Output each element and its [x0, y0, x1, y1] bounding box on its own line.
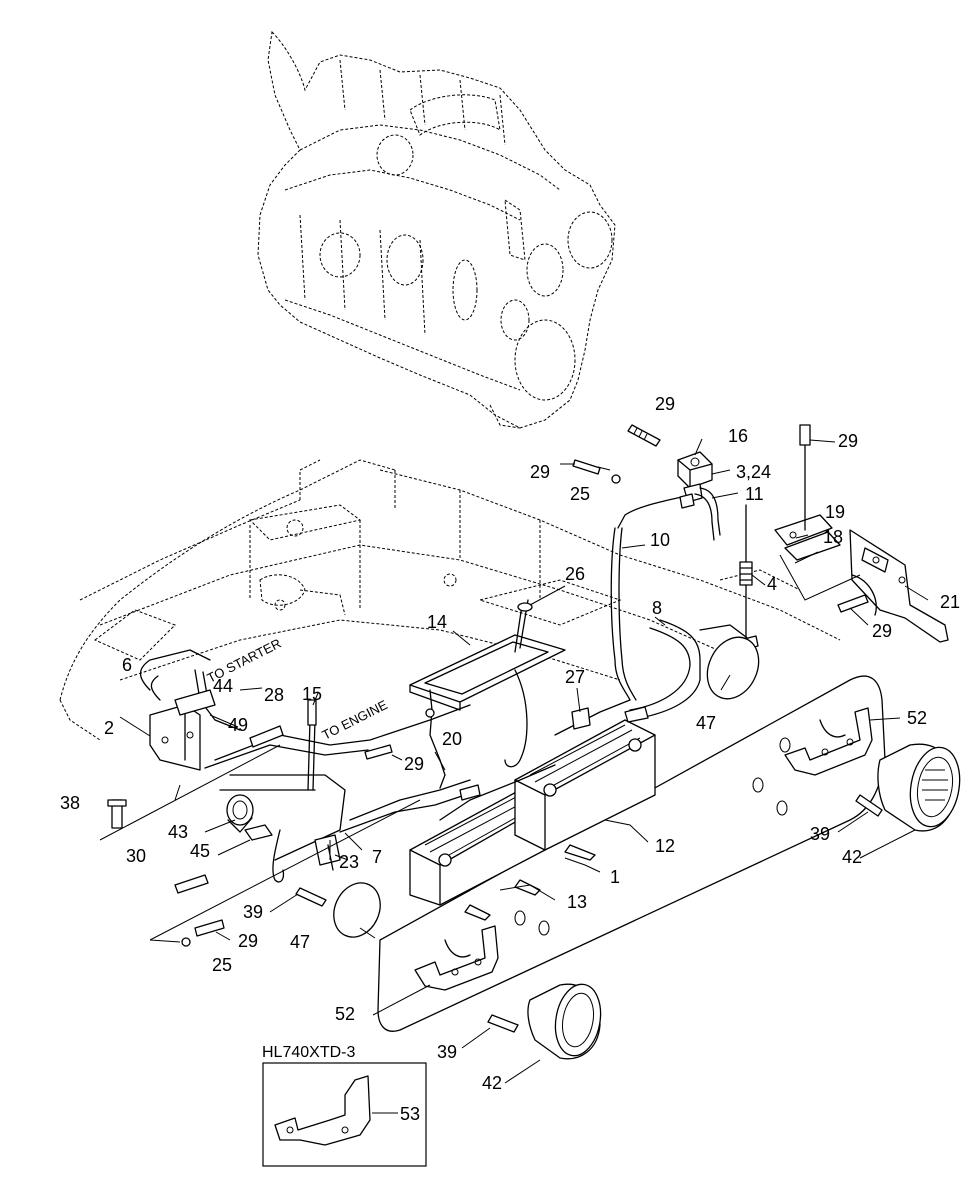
engine-illustration	[257, 30, 616, 429]
counterweight-plate	[377, 675, 886, 1032]
bracket-21	[849, 529, 949, 643]
callout-25: 25	[570, 484, 590, 504]
callout-39: 39	[810, 824, 830, 844]
callout-29: 29	[238, 931, 258, 951]
disconnect-switch	[149, 689, 216, 771]
bracket-19-18	[774, 424, 841, 561]
callout-29: 29	[655, 394, 675, 414]
to-engine-note: TO ENGINE	[320, 697, 391, 743]
assembly-lines	[99, 554, 861, 943]
lamp-42-left	[527, 983, 602, 1060]
callout-26: 26	[565, 564, 585, 584]
callout-49: 49	[228, 715, 248, 735]
wire-11	[617, 487, 721, 541]
callout-10: 10	[650, 530, 670, 550]
callout-25: 25	[212, 955, 232, 975]
battery-holder	[409, 599, 566, 789]
callout-2: 2	[104, 718, 114, 738]
callout-19: 19	[825, 502, 845, 522]
callout-39: 39	[437, 1042, 457, 1062]
lamp-47-lower	[333, 882, 381, 938]
callout-6: 6	[122, 655, 132, 675]
callout-15: 15	[302, 684, 322, 704]
callout-39: 39	[243, 902, 263, 922]
lamp-42-right	[877, 743, 961, 832]
callout-45: 45	[190, 841, 210, 861]
callout-38: 38	[60, 793, 80, 813]
callout-29: 29	[838, 431, 858, 451]
callout-42: 42	[842, 847, 862, 867]
inset-title: HL740XTD-3	[262, 1044, 355, 1061]
callout-42: 42	[482, 1073, 502, 1093]
callout-29: 29	[530, 462, 550, 482]
callout-47: 47	[290, 932, 310, 952]
callout-29: 29	[404, 754, 424, 774]
part-43-grommet	[226, 794, 254, 833]
callout-52: 52	[335, 1004, 355, 1024]
callout-47: 47	[696, 713, 716, 733]
callout-14: 14	[427, 612, 447, 632]
callout-3-24: 3,24	[736, 462, 771, 482]
callout-11: 11	[745, 484, 764, 504]
part-45-bracket	[244, 824, 273, 841]
battery-right	[514, 719, 656, 861]
clamps	[459, 706, 649, 801]
callout-43: 43	[168, 822, 188, 842]
callout-7: 7	[372, 847, 382, 867]
callout-20: 20	[442, 729, 462, 749]
callout-44: 44	[213, 676, 233, 696]
callout-21: 21	[940, 592, 960, 612]
callout-52: 52	[907, 708, 927, 728]
bracket-52-left	[414, 925, 499, 991]
callout-30: 30	[126, 846, 146, 866]
lamp-47-upper	[706, 636, 760, 700]
callout-1: 1	[610, 867, 620, 887]
leader-lines	[119, 438, 929, 1084]
callout-labels: 29 16 29 3,24 29 25 11 10 19 18 4 21 29 …	[60, 394, 960, 1124]
bracket-52-right	[784, 707, 873, 776]
callout-28: 28	[264, 685, 284, 705]
callout-18: 18	[823, 527, 843, 547]
callout-13: 13	[567, 892, 587, 912]
callout-53: 53	[400, 1104, 420, 1124]
callout-8: 8	[652, 598, 662, 618]
callout-16: 16	[728, 426, 748, 446]
callout-4: 4	[767, 574, 777, 594]
frame-illustration	[59, 459, 841, 741]
callout-12: 12	[655, 836, 675, 856]
callout-23: 23	[339, 852, 359, 872]
inset-panel	[262, 1062, 427, 1167]
callout-27: 27	[565, 667, 585, 687]
callout-29: 29	[872, 621, 892, 641]
